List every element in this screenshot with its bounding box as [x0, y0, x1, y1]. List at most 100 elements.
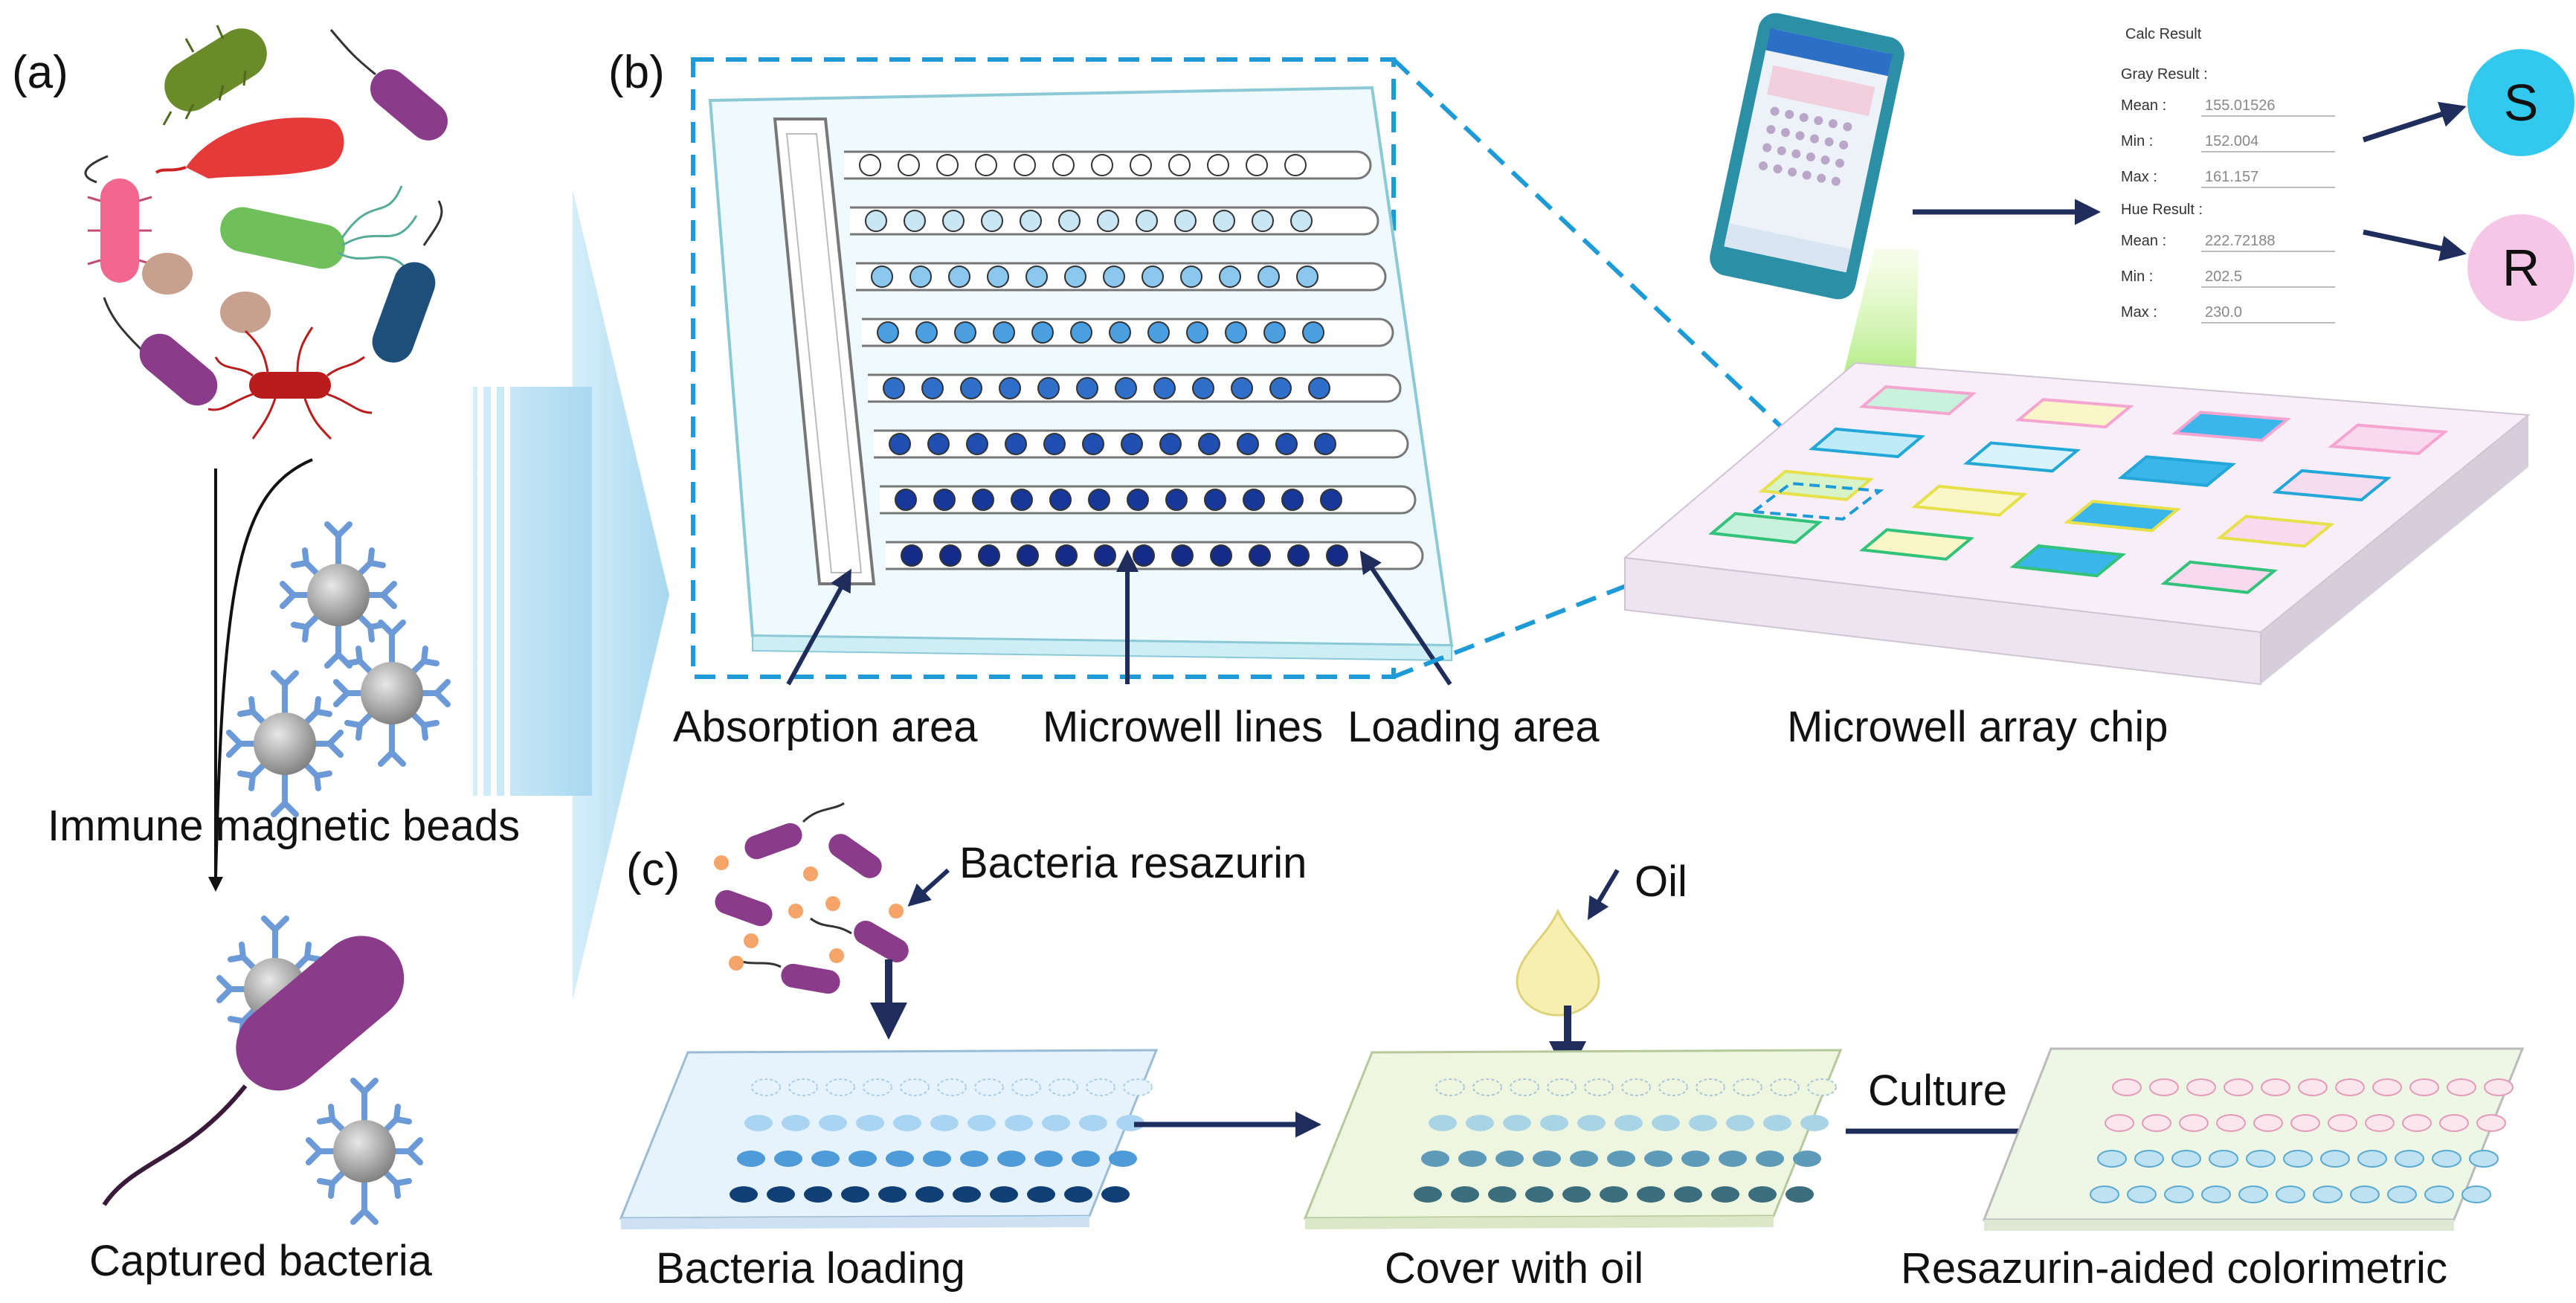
microwell [1488, 1186, 1516, 1203]
microwell [1503, 1115, 1531, 1131]
microwell [883, 377, 905, 399]
microwell [904, 210, 926, 232]
microwell [1231, 377, 1253, 399]
microwell [2432, 1150, 2461, 1168]
bacteria-resazurin-icon [714, 802, 909, 994]
smartphone-icon [1710, 13, 1904, 300]
microwell [1281, 489, 1304, 511]
microwell [2127, 1185, 2157, 1203]
microwell [1037, 377, 1060, 399]
result-chip [1982, 1047, 2525, 1231]
microwell [1153, 377, 1176, 399]
microwell [730, 1186, 758, 1203]
microwell [2171, 1150, 2201, 1168]
immune-beads-label: Immune magnetic beads [48, 802, 520, 850]
resistant-label: R [2502, 239, 2540, 297]
microwell [993, 321, 1015, 344]
microwell [1133, 544, 1155, 567]
microwell [1252, 210, 1274, 232]
microwell [1237, 433, 1259, 455]
microwell [2290, 1114, 2320, 1132]
microwell [774, 1151, 802, 1167]
microwell [937, 1078, 967, 1096]
microwell [1186, 321, 1208, 344]
chip-label: Microwell array chip [1787, 703, 2168, 751]
magnetic-beads-group [229, 521, 448, 814]
microwell [1014, 154, 1036, 176]
microwell [900, 1078, 930, 1096]
chip-cell [2009, 544, 2127, 578]
microwell [1070, 321, 1092, 344]
microwell [1127, 489, 1149, 511]
microwell [1547, 1078, 1577, 1096]
microwell [1027, 1186, 1055, 1203]
chip-cell [2328, 423, 2449, 456]
microwell [2298, 1078, 2328, 1096]
pointer-arrow [1587, 869, 1620, 921]
microwell [1101, 1186, 1130, 1203]
resazurin-colorimetric-label: Resazurin-aided colorimetric [1901, 1244, 2447, 1293]
microwell [2164, 1185, 2194, 1203]
hue-max-key: Max : [2121, 304, 2157, 321]
microwell [1314, 433, 1336, 455]
microwell [1042, 1115, 1070, 1131]
loading-area-label: Loading area [1347, 703, 1600, 751]
zoom-frame [691, 57, 1396, 679]
microwell [1091, 154, 1113, 176]
hue-max-value: 230.0 [2205, 304, 2242, 321]
susceptible-label: S [2504, 74, 2539, 132]
microwell [1086, 1078, 1115, 1096]
microwell [2261, 1078, 2290, 1096]
microwell [1674, 1186, 1702, 1203]
microwell [1011, 1078, 1041, 1096]
microwell [1136, 210, 1158, 232]
microwell [1210, 544, 1232, 567]
microwell-chip-detail [708, 86, 1454, 662]
microwell [999, 377, 1021, 399]
microwell [1005, 433, 1027, 455]
microwell [1689, 1115, 1717, 1131]
microwell [1533, 1151, 1561, 1167]
microwell [1540, 1115, 1568, 1131]
microwell [1011, 489, 1033, 511]
microwell [923, 1151, 951, 1167]
microwell [2134, 1150, 2164, 1168]
microwell [2395, 1150, 2424, 1168]
culture-label: Culture [1868, 1066, 2007, 1115]
pointer-arrow [907, 868, 950, 907]
microwell [915, 1186, 944, 1203]
hue-min-value: 202.5 [2205, 268, 2242, 285]
zoom-line [1391, 57, 1835, 478]
microwell [2387, 1185, 2417, 1203]
loading-chip [619, 1049, 1159, 1229]
microwell [886, 1151, 914, 1167]
microwell [1320, 489, 1342, 511]
susceptible-badge [2467, 49, 2575, 156]
bacterium-icon [103, 297, 218, 406]
microwell [1076, 377, 1098, 399]
microwell [1017, 544, 1039, 567]
microwell [2357, 1150, 2387, 1168]
chip-cell [1858, 528, 1975, 561]
microwell [2439, 1114, 2469, 1132]
microwell [1246, 154, 1268, 176]
microwell [1159, 433, 1182, 455]
microwell [1525, 1186, 1553, 1203]
microwell [997, 1151, 1025, 1167]
microwell [1088, 489, 1110, 511]
pointer-arrow [2362, 102, 2467, 143]
bacteria-cluster [84, 25, 448, 440]
microwell [1786, 1186, 1814, 1203]
microwell [2179, 1114, 2209, 1132]
gray-max-key: Max : [2121, 169, 2157, 185]
microwell [901, 544, 923, 567]
microwell [981, 210, 1003, 232]
microwell [782, 1115, 810, 1131]
microwell [1458, 1151, 1487, 1167]
microwell [1495, 1151, 1524, 1167]
microwell [1043, 433, 1066, 455]
microwell [2149, 1078, 2179, 1096]
microwell [2283, 1150, 2313, 1168]
microwell [856, 1115, 884, 1131]
microwell [1168, 154, 1191, 176]
